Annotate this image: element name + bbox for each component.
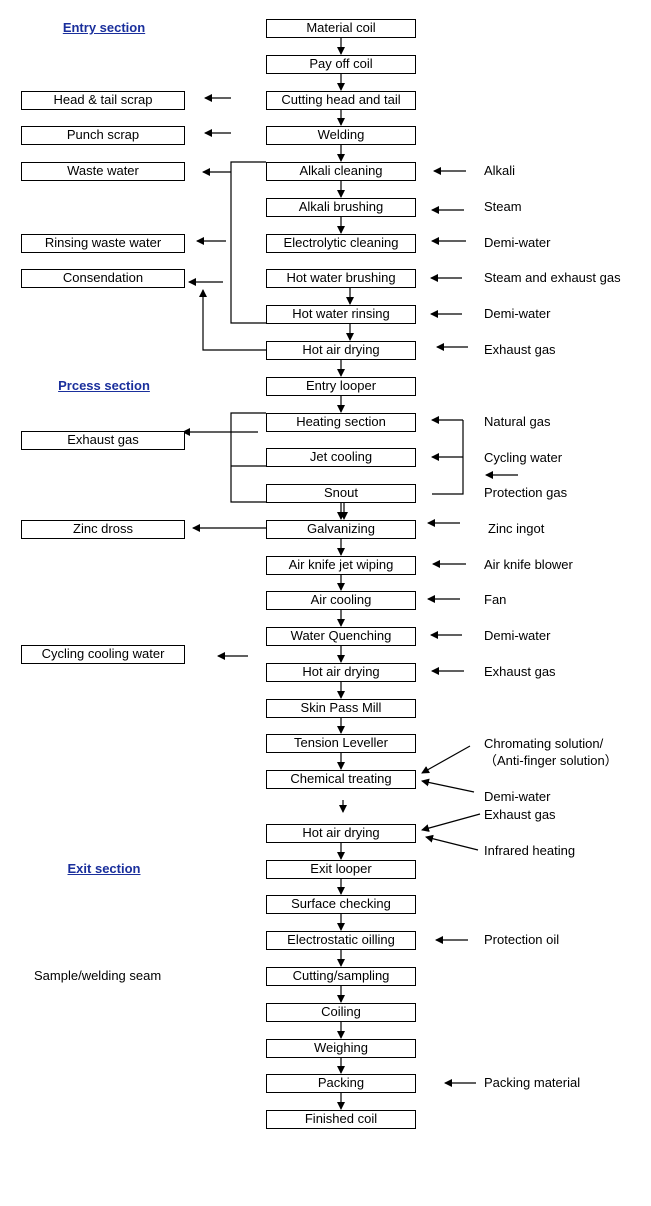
connector-line xyxy=(432,420,464,495)
input-exhaust-gas-3: Exhaust gas xyxy=(484,807,556,822)
stage-chemical-treating: Chemical treating xyxy=(266,770,416,789)
stage-packing: Packing xyxy=(266,1074,416,1093)
stage-alkali-brushing: Alkali brushing xyxy=(266,198,416,217)
stage-finished-coil: Finished coil xyxy=(266,1110,416,1129)
stage-cutting-head-tail: Cutting head and tail xyxy=(266,91,416,110)
input-demi-water-4: Demi-water xyxy=(484,789,551,804)
stage-hot-water-brushing: Hot water brushing xyxy=(266,269,416,288)
input-protection-gas: Protection gas xyxy=(484,485,568,500)
stage-hot-air-drying-3: Hot air drying xyxy=(266,824,416,843)
input-alkali: Alkali xyxy=(484,163,516,178)
input-demi-water-1: Demi-water xyxy=(484,235,551,250)
stage-exit-looper: Exit looper xyxy=(266,860,416,879)
stage-electrostatic-oilling: Electrostatic oilling xyxy=(266,931,416,950)
output-consendation: Consendation xyxy=(21,269,185,288)
input-infrared-heating: Infrared heating xyxy=(484,843,576,858)
stage-hot-air-drying-2: Hot air drying xyxy=(266,663,416,682)
input-demi-water-2: Demi-water xyxy=(484,306,551,321)
input-protection-oil: Protection oil xyxy=(484,932,560,947)
output-exhaust-gas: Exhaust gas xyxy=(21,431,185,450)
stage-galvanizing: Galvanizing xyxy=(266,520,416,539)
stage-tension-leveller: Tension Leveller xyxy=(266,734,416,753)
output-waste-water: Waste water xyxy=(21,162,185,181)
stage-pay-off-coil: Pay off coil xyxy=(266,55,416,74)
output-head-tail-scrap: Head & tail scrap xyxy=(21,91,185,110)
input-exhaust-gas-1: Exhaust gas xyxy=(484,342,556,357)
stage-skin-pass-mill: Skin Pass Mill xyxy=(266,699,416,718)
input-natural-gas: Natural gas xyxy=(484,414,551,429)
output-punch-scrap: Punch scrap xyxy=(21,126,185,145)
input-steam: Steam xyxy=(484,199,522,214)
stage-alkali-cleaning: Alkali cleaning xyxy=(266,162,416,181)
input-packing-material: Packing material xyxy=(484,1075,581,1090)
stage-heating-section: Heating section xyxy=(266,413,416,432)
flow-arrow xyxy=(425,834,479,851)
stage-material-coil: Material coil xyxy=(266,19,416,38)
stage-hot-air-drying-1: Hot air drying xyxy=(266,341,416,360)
flow-arrow xyxy=(199,289,266,351)
stage-electrolytic-cleaning: Electrolytic cleaning xyxy=(266,234,416,253)
exit-section-title: Exit section xyxy=(67,861,141,876)
stage-jet-cooling: Jet cooling xyxy=(266,448,416,467)
entry-section-title: Entry section xyxy=(62,20,146,35)
stage-entry-looper: Entry looper xyxy=(266,377,416,396)
stage-welding: Welding xyxy=(266,126,416,145)
flow-arrow xyxy=(421,778,475,793)
flow-arrow xyxy=(421,813,481,832)
input-exhaust-gas-2: Exhaust gas xyxy=(484,664,556,679)
stage-air-knife-jet-wiping: Air knife jet wiping xyxy=(266,556,416,575)
stage-hot-water-rinsing: Hot water rinsing xyxy=(266,305,416,324)
input-zinc-ingot: Zinc ingot xyxy=(488,521,545,536)
input-steam-exhaust-gas: Steam and exhaust gas xyxy=(484,270,621,285)
sample-welding-seam-note: Sample/welding seam xyxy=(34,968,162,983)
input-chromating-solution: Chromating solution/ xyxy=(484,736,604,751)
connector-line xyxy=(230,412,266,503)
input-air-knife-blower: Air knife blower xyxy=(484,557,573,572)
input-demi-water-3: Demi-water xyxy=(484,628,551,643)
stage-air-cooling: Air cooling xyxy=(266,591,416,610)
output-rinsing-waste-water: Rinsing waste water xyxy=(21,234,185,253)
stage-coiling: Coiling xyxy=(266,1003,416,1022)
stage-weighing: Weighing xyxy=(266,1039,416,1058)
stage-water-quenching: Water Quenching xyxy=(266,627,416,646)
stage-cutting-sampling: Cutting/sampling xyxy=(266,967,416,986)
stage-surface-checking: Surface checking xyxy=(266,895,416,914)
stage-snout: Snout xyxy=(266,484,416,503)
process-section-title: Prcess section xyxy=(58,378,150,393)
output-zinc-dross: Zinc dross xyxy=(21,520,185,539)
input-anti-finger-solution: （Anti-finger solution） xyxy=(484,753,618,768)
input-cycling-water: Cycling water xyxy=(484,450,563,465)
input-fan: Fan xyxy=(484,592,507,607)
flow-arrow xyxy=(421,745,471,774)
output-cycling-cooling-water: Cycling cooling water xyxy=(21,645,185,664)
